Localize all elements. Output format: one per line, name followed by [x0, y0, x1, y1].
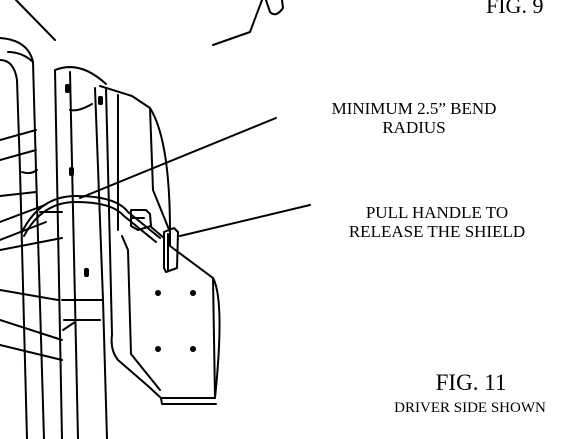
driver-side-caption: DRIVER SIDE SHOWN	[394, 400, 546, 416]
pull-handle-callout: PULL HANDLE TO RELEASE THE SHIELD	[306, 203, 568, 241]
fig9-partial-drawing	[15, 0, 284, 46]
frame-rails	[54, 66, 108, 439]
shield-panel	[99, 85, 221, 405]
fig11-caption: FIG. 11	[435, 370, 507, 395]
pull-handle-line1: PULL HANDLE TO	[365, 203, 509, 222]
bend-radius-line2: RADIUS	[382, 118, 446, 138]
bend-radius-callout: MINIMUM 2.5” BEND RADIUS	[279, 99, 549, 137]
bend-radius-line1: MINIMUM 2.5” BEND	[331, 99, 497, 118]
fig9-caption: FIG. 9	[486, 0, 544, 18]
frame-tube	[0, 37, 45, 439]
pull-handle	[130, 209, 179, 273]
bend-leader-line	[79, 117, 277, 199]
pull-handle-line2: RELEASE THE SHIELD	[348, 222, 526, 242]
pull-leader-line	[179, 204, 311, 237]
bolt-holes	[65, 84, 196, 352]
